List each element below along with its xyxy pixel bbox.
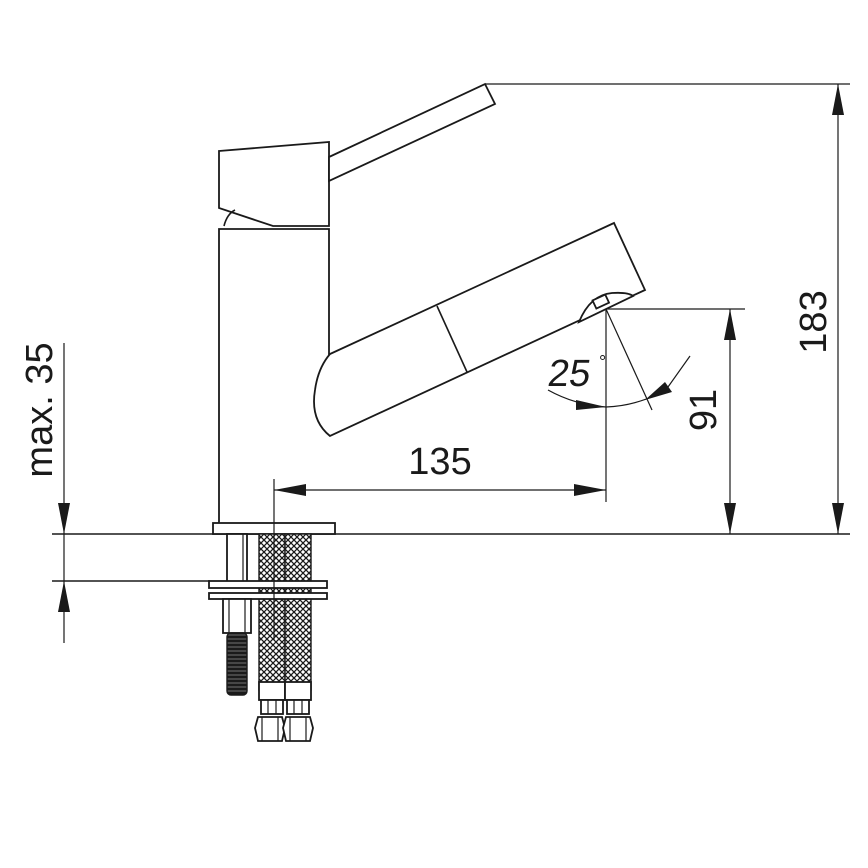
dimension-spout-height: 91	[606, 308, 745, 534]
label-135: 135	[408, 441, 471, 483]
dimension-spout-reach: 135	[273, 309, 607, 640]
dimension-spout-angle: 25 °	[545, 308, 691, 411]
label-25: 25	[545, 352, 593, 395]
label-183: 183	[793, 290, 835, 353]
mounting-assembly	[208, 533, 328, 742]
lever-handle	[218, 82, 497, 227]
dimension-max-deck-thickness: max. 35	[19, 342, 70, 643]
degree-symbol: °	[599, 352, 606, 372]
label-max-35: max. 35	[19, 342, 61, 477]
dimension-total-height: 183	[485, 83, 850, 534]
label-91: 91	[683, 389, 725, 431]
pullout-spout	[313, 221, 647, 438]
